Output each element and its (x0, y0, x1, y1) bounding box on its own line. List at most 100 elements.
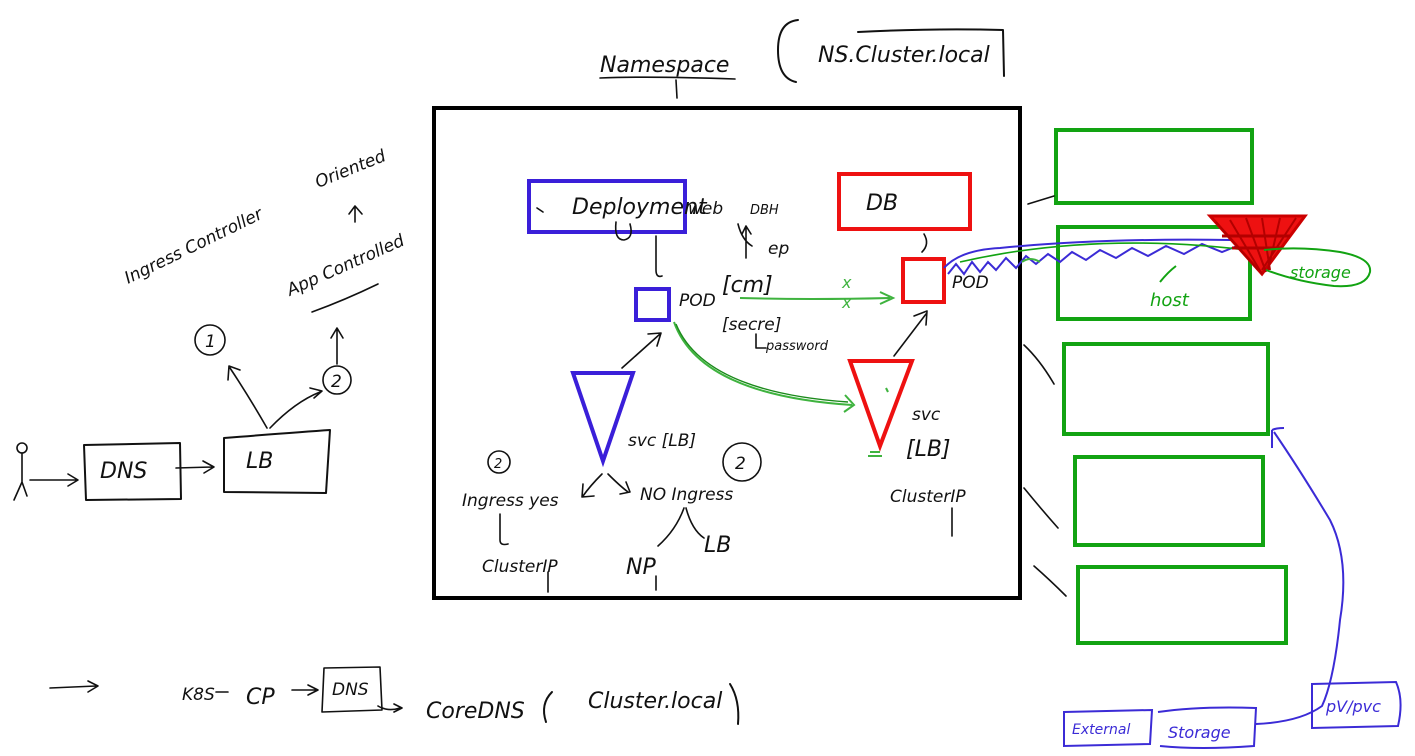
pv-pvc-box (1311, 680, 1402, 730)
svc-left-branch-b (607, 473, 631, 495)
bottom-section: K8S CP DNS CoreDNS Cluster.local (49, 666, 740, 725)
coredns-bracket-left (543, 691, 553, 723)
dbh-label: DBH (750, 203, 779, 218)
password-label: password (765, 339, 829, 354)
cp-label: CP (246, 685, 275, 710)
deployment-loop (614, 221, 632, 241)
namespace-underline (599, 76, 736, 80)
pod-to-db-link (739, 297, 891, 300)
db-label: DB (866, 191, 898, 216)
cluster-content: Deployment web DBH ep POD [cm] [secre] p… (462, 172, 989, 593)
dbh-arrow (737, 223, 753, 259)
bottom-arrow (49, 680, 99, 693)
pv-arrowhead (1271, 427, 1285, 448)
pod-storage-green-line (959, 242, 1263, 263)
arrow-lb-to-two (269, 387, 323, 429)
pod-storage-wave (947, 242, 1243, 276)
node-box-2 (1056, 225, 1252, 321)
cluster-ip-left-label: ClusterIP (482, 557, 558, 577)
svc-left-label: svc [LB] (628, 431, 696, 451)
dns-box (83, 442, 182, 501)
no-ingress-branches (657, 507, 705, 547)
pod-left-label: POD (679, 291, 716, 311)
namespace-title: Namespace NS.Cluster.local (599, 19, 1005, 99)
external-label: External (1072, 722, 1130, 738)
pod-to-svc-green-curve (673, 321, 853, 406)
pod-right-label: POD (952, 273, 989, 293)
oriented-label: Oriented (312, 146, 389, 192)
host-label: host (1150, 290, 1190, 311)
namespace-connector (675, 79, 678, 99)
deployment-box (527, 179, 687, 234)
node-link-4 (1023, 487, 1059, 529)
arrow-dns-to-lb (175, 460, 215, 474)
node-box-1 (1054, 128, 1254, 205)
coredns-bracket-right (729, 683, 740, 725)
user-figure-icon (13, 442, 28, 501)
app-controlled-label: App Controlled (283, 231, 408, 301)
circle-two-label: 2 (331, 372, 342, 392)
svc-right-triangle (847, 359, 915, 452)
node-box-4 (1073, 455, 1265, 547)
pv-pvc-label: pV/pvc (1325, 697, 1381, 716)
cluster-box (432, 106, 1022, 600)
pod-to-svc-arrowhead (843, 394, 856, 413)
web-label: web (688, 199, 723, 219)
namespace-label: Namespace (600, 53, 729, 78)
storage-label: storage (1290, 263, 1351, 282)
circle-2a (487, 450, 511, 474)
app-controlled-underline (311, 283, 379, 313)
db-to-pod-line (921, 233, 928, 253)
deployment-tick (536, 207, 544, 213)
bottom-dns-box (321, 666, 383, 713)
ingress-yes-arrow (499, 513, 509, 546)
lb-label: LB (246, 449, 273, 474)
svc-left-to-pod-arrow (621, 332, 662, 369)
arrow-to-app-controlled (330, 327, 344, 365)
node-link-1 (1027, 195, 1055, 205)
node-link-5 (1033, 565, 1067, 597)
cluster-local-label: Cluster.local (588, 689, 722, 714)
circle-2b-label: 2 (735, 454, 746, 474)
storage-funnel-icon (1206, 214, 1308, 277)
ingress-yes-label: Ingress yes (462, 491, 559, 511)
node-column: host storage pV/pvc External Storage (943, 128, 1402, 749)
host-tick (1159, 265, 1177, 283)
svc-right-lb-label: [LB] (906, 437, 951, 462)
deployment-to-pod-line (655, 235, 663, 278)
cp-to-dns-arrow (291, 684, 319, 696)
svc-right-green-marks (868, 451, 882, 457)
ingress-controller-label: Ingress Controller (121, 204, 267, 289)
node-box-5 (1076, 565, 1288, 645)
circle-2a-label: 2 (494, 457, 502, 472)
circle-one-label: 1 (205, 332, 216, 352)
db-box (837, 172, 972, 231)
lb-cluster-label: LB (704, 533, 731, 558)
circle-one (194, 324, 226, 356)
up-arrow-oriented (348, 205, 363, 223)
pod-to-svc-green-curve-2 (675, 323, 849, 403)
k8s-label: K8S (182, 685, 215, 705)
pv-curve (1255, 431, 1345, 725)
storage-bottom-box (1157, 706, 1258, 749)
ep-label: ep (768, 239, 789, 259)
password-hook (755, 333, 767, 349)
bottom-dns-label: DNS (332, 680, 369, 700)
svc-right-to-pod-arrow (893, 310, 928, 357)
svc-left-triangle (570, 371, 636, 468)
lb-box (223, 429, 331, 494)
x-mark-top: x (841, 273, 852, 292)
svc-right-green-dot (885, 387, 889, 393)
storage-outline (1263, 247, 1372, 288)
arrow-lb-to-one (227, 365, 268, 429)
namespace-bracket-text: NS.Cluster.local (818, 43, 990, 68)
pod-to-db-arrowhead (879, 291, 896, 305)
external-box (1063, 708, 1154, 748)
arrow-user-to-dns (29, 473, 79, 487)
cm-label: [cm] (722, 273, 773, 298)
storage-bottom-label: Storage (1168, 723, 1231, 742)
np-label: NP (626, 555, 656, 580)
title-bracket-left (777, 19, 799, 83)
circle-two (322, 365, 352, 395)
node-link-3 (1023, 344, 1055, 385)
